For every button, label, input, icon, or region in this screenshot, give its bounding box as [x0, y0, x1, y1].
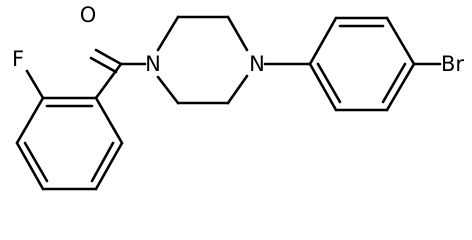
bond [90, 141, 115, 183]
bond [156, 75, 180, 105]
bond [94, 96, 124, 145]
bond [15, 96, 45, 145]
oxygen-atom-label: O [80, 3, 97, 27]
carbonyl-bond [89, 56, 118, 74]
molecular-structure: O N N F Br [12, 3, 464, 191]
bond [25, 69, 45, 100]
bond [156, 15, 180, 52]
bond [15, 141, 45, 191]
nitrogen-atom-label: N [145, 52, 161, 76]
bond [226, 74, 249, 105]
bond [23, 141, 49, 183]
nitrogen-atom-label: N [249, 52, 265, 76]
bond [94, 62, 123, 100]
bond [381, 62, 407, 104]
bond [308, 62, 338, 112]
bond [385, 62, 416, 112]
bromine-atom-label: Br [441, 52, 464, 76]
bond [94, 141, 124, 191]
bond [226, 15, 249, 52]
fluorine-atom-label: F [12, 47, 24, 71]
atom-labels: O N N F Br [12, 3, 464, 76]
bond [316, 62, 342, 104]
bond [308, 16, 338, 66]
carbonyl-bond [94, 48, 123, 66]
bond-lines [15, 15, 442, 191]
bond [385, 16, 416, 66]
